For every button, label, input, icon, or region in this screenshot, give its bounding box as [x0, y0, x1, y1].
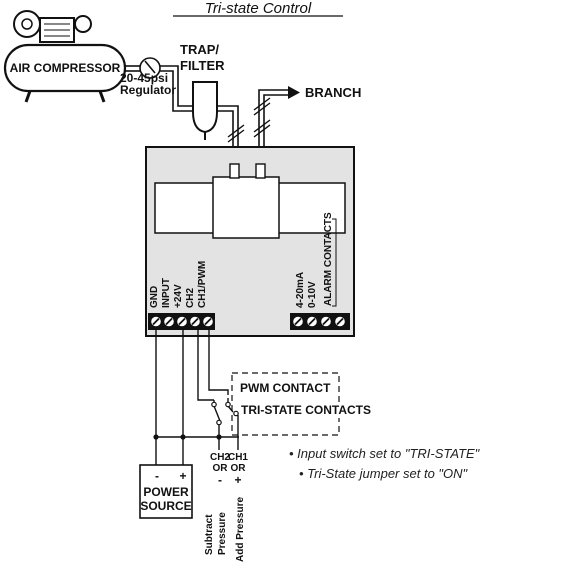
right-terminal-screw-slot-1: [294, 317, 302, 326]
note-input-switch: • Input switch set to "TRI-STATE": [289, 446, 481, 461]
add-pressure-label: Add Pressure: [235, 497, 246, 562]
transducer-block: [212, 176, 280, 239]
branch-fitting: [255, 163, 266, 179]
inlet-fitting: [229, 163, 240, 179]
tristate-contacts-label: TRI-STATE CONTACTS: [241, 403, 371, 417]
terminal-label-4-20ma: 4-20mA: [295, 272, 306, 308]
regulator-pressure: 20-45psi: [120, 71, 168, 85]
terminal-label-gnd: GND: [149, 286, 160, 308]
ch1-sign: +: [234, 473, 241, 487]
subtract-label: Subtract: [204, 514, 215, 555]
power-label-1: POWER: [143, 485, 189, 499]
power-minus: -: [155, 469, 159, 483]
pwm-contact-label: PWM CONTACT: [240, 381, 331, 395]
left-terminal-screw-slot-1: [152, 317, 160, 326]
switch-contacts: [211, 401, 239, 426]
ch2-or: OR: [213, 463, 229, 474]
trap-label: TRAP/: [180, 42, 219, 57]
alarm-bracket: [332, 218, 337, 307]
left-terminal-screw-slot-2: [165, 317, 173, 326]
compressor-pulley: [74, 15, 92, 33]
right-terminal-screw-slot-4: [336, 317, 344, 326]
trap-filter: [192, 81, 218, 134]
regulator-label: Regulator: [120, 83, 176, 97]
compressor-tank: [3, 43, 127, 93]
air-line: [125, 57, 288, 163]
note-jumper: • Tri-State jumper set to "ON": [299, 466, 469, 481]
terminal-label-0-10v: 0-10V: [307, 281, 318, 308]
right-terminal-screw-slot-2: [308, 317, 316, 326]
right-terminal-screw-slot-3: [322, 317, 330, 326]
branch-label: BRANCH: [305, 85, 361, 100]
air-compressor: AIR COMPRESSOR: [3, 10, 127, 103]
ch1-label: CH1: [228, 452, 248, 463]
terminal-label-24v: +24V: [173, 284, 184, 308]
diagram-title: Tri-state Control: [205, 0, 312, 17]
contacts-box: [231, 372, 340, 436]
terminal-label-input: INPUT: [161, 278, 172, 308]
left-terminal-screw-slot-5: [204, 317, 212, 326]
wiring-nodes: [153, 434, 222, 440]
branch-arrow: [288, 86, 300, 99]
left-terminal-screw-slot-3: [178, 317, 186, 326]
alarm-contacts-label: ALARM CONTACTS: [323, 212, 334, 306]
ch1-or: OR: [231, 463, 247, 474]
compressor-hub: [21, 18, 33, 30]
power-plus: +: [179, 469, 186, 483]
subtract-pressure-label: Pressure: [217, 512, 228, 555]
left-terminal-screw-slot-4: [191, 317, 199, 326]
power-source: - + POWER SOURCE: [139, 464, 193, 519]
wiring: [155, 330, 239, 465]
ch2-label: CH2: [210, 452, 230, 463]
terminal-strip-left: [148, 313, 215, 330]
filter-label: FILTER: [180, 58, 225, 73]
terminal-strip-right: [290, 313, 350, 330]
controller-enclosure: [145, 146, 355, 337]
terminal-label-ch1-pwm: CH1/PWM: [197, 261, 208, 308]
terminal-label-ch2: CH2: [185, 288, 196, 308]
compressor-label: AIR COMPRESSOR: [10, 61, 121, 75]
ch2-sign: -: [218, 473, 222, 487]
power-label-2: SOURCE: [140, 499, 191, 513]
